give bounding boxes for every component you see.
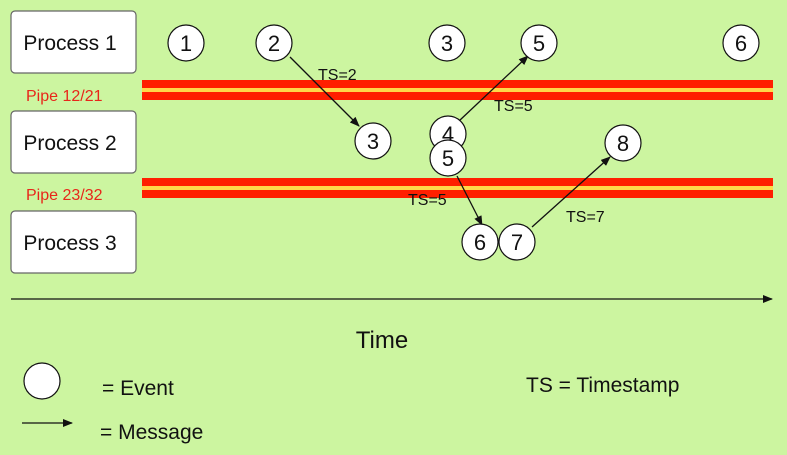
message-arrow-m4 [531, 156, 611, 228]
message-label-m2: TS=5 [494, 98, 533, 115]
event-p2-3: 3 [354, 122, 392, 160]
message-label-m3: TS=5 [408, 192, 447, 209]
process-label-1: Process 1 [23, 32, 116, 55]
process-label-2: Process 2 [23, 132, 116, 155]
event-label: 6 [735, 31, 747, 56]
event-label: 2 [268, 31, 280, 56]
event-p2-8: 8 [604, 124, 642, 162]
legend: = Event = Message TS = Timestamp [22, 362, 679, 444]
event-p2-5: 5 [429, 139, 467, 177]
event-label: 6 [474, 230, 486, 255]
event-p1-1: 1 [167, 24, 205, 62]
event-label: 3 [367, 129, 379, 154]
pipe-label-12-21: Pipe 12/21 [26, 88, 103, 105]
event-label: 5 [442, 146, 454, 171]
event-p1-2: 2 [255, 24, 293, 62]
process-box-1: Process 1 [10, 10, 137, 74]
message-arrow-m3 [456, 175, 483, 226]
event-p1-6: 6 [722, 24, 760, 62]
event-p3-7: 7 [498, 223, 536, 261]
legend-event-symbol [23, 362, 61, 400]
event-label: 8 [617, 131, 629, 156]
event-label: 1 [180, 31, 192, 56]
process-label-3: Process 3 [23, 232, 116, 255]
process-box-3: Process 3 [10, 210, 137, 274]
legend-event-label: = Event [102, 377, 174, 400]
event-label: 3 [441, 31, 453, 56]
legend-timestamp-label: TS = Timestamp [526, 374, 679, 397]
event-p3-6: 6 [461, 223, 499, 261]
legend-message-label: = Message [100, 421, 203, 444]
event-p1-3: 3 [428, 24, 466, 62]
message-arrow-m1 [289, 56, 360, 127]
message-arrow-m2 [458, 55, 529, 122]
pipe-23-32: Pipe 23/32 [26, 178, 773, 204]
pipe-label-23-32: Pipe 23/32 [26, 187, 103, 204]
process-box-2: Process 2 [10, 110, 137, 174]
time-axis-label: Time [356, 327, 408, 354]
message-label-m1: TS=2 [318, 67, 357, 84]
pipe-12-21: Pipe 12/21 [26, 80, 773, 105]
event-p1-5: 5 [520, 24, 558, 62]
message-label-m4: TS=7 [566, 209, 605, 226]
event-label: 5 [533, 31, 545, 56]
event-label: 7 [511, 230, 523, 255]
